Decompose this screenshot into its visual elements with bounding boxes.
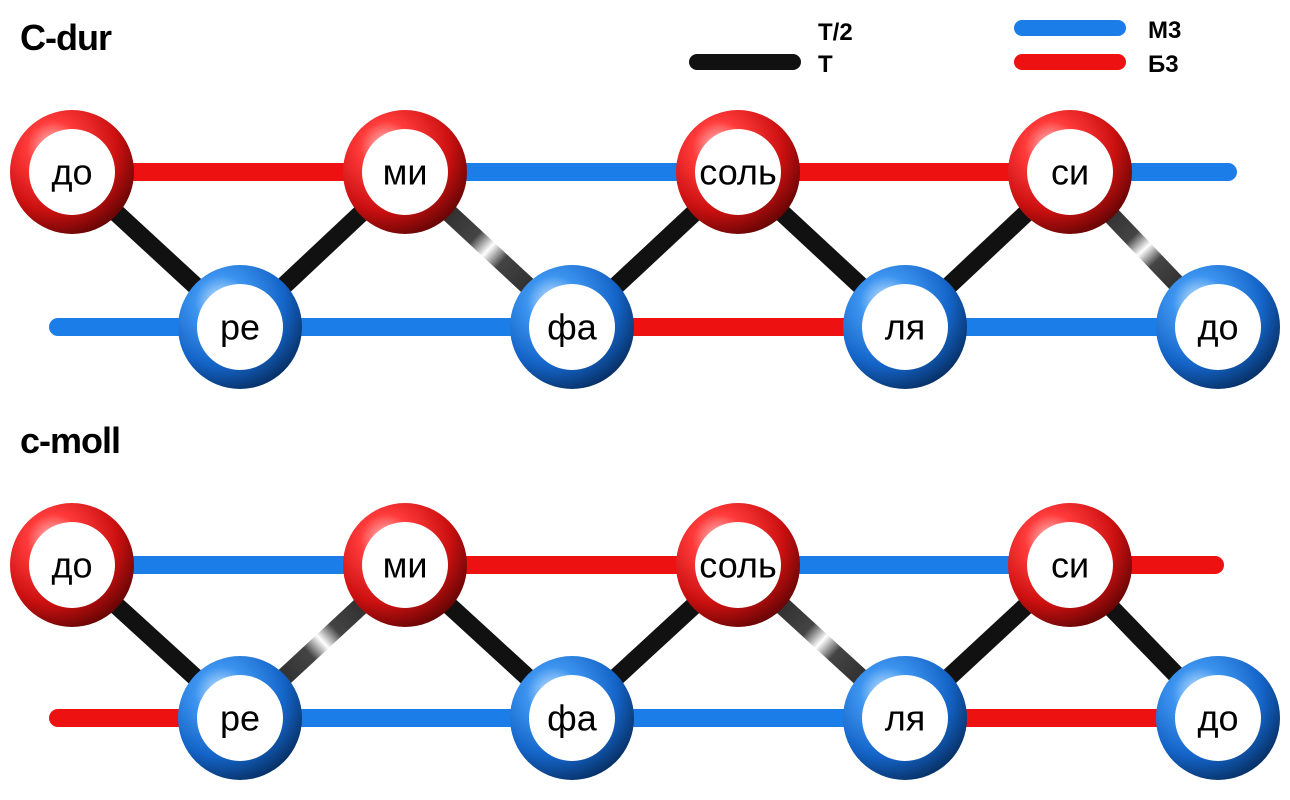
note-face [197,675,283,761]
note-node: до [1156,656,1280,780]
note-face [362,129,448,215]
scale-diagram-c-moll: c-moll до ре ми фа соль ля си до [10,420,1280,780]
note-label: соль [699,152,776,193]
note-node: соль [676,503,800,627]
note-node: до [10,503,134,627]
note-face [362,522,448,608]
note-node: до [10,110,134,234]
note-label: фа [547,307,598,348]
note-label: си [1051,152,1089,193]
note-face [529,675,615,761]
note-node: ля [843,656,967,780]
note-node: до [1156,265,1280,389]
note-face [695,522,781,608]
note-label: соль [699,545,776,586]
note-label: фа [547,698,598,739]
legend-semitone-label: Т/2 [818,19,853,46]
note-label: ля [885,698,926,739]
legend-major-third-label: Б3 [1148,51,1179,78]
note-face [197,284,283,370]
note-label: до [1197,307,1238,348]
note-label: ре [220,307,260,348]
note-node: ми [343,503,467,627]
note-face [1027,522,1113,608]
note-face [29,522,115,608]
diagram-title: c-moll [20,420,120,461]
note-label: ми [383,152,428,193]
diagram-title: C-dur [20,17,112,58]
note-face [1175,675,1261,761]
legend-tone-label: Т [818,51,833,78]
note-node: ми [343,110,467,234]
note-label: ми [383,545,428,586]
note-face [862,675,948,761]
note-node: си [1008,110,1132,234]
note-node: ре [178,656,302,780]
note-face [1027,129,1113,215]
note-node: ре [178,265,302,389]
note-node: фа [510,265,634,389]
note-face [695,129,781,215]
note-label: ля [885,307,926,348]
note-label: до [1197,698,1238,739]
note-face [29,129,115,215]
note-node: ля [843,265,967,389]
note-label: ре [220,698,260,739]
note-face [529,284,615,370]
note-label: до [51,545,92,586]
note-label: до [51,152,92,193]
scale-diagram-c-dur: C-dur до ре ми фа соль ля си до [10,17,1280,389]
legend-minor-third-label: М3 [1148,17,1181,44]
note-node: фа [510,656,634,780]
legend: Т/2 Т М3 Б3 [689,17,1181,78]
note-face [862,284,948,370]
note-node: соль [676,110,800,234]
note-face [1175,284,1261,370]
note-label: си [1051,545,1089,586]
note-node: си [1008,503,1132,627]
